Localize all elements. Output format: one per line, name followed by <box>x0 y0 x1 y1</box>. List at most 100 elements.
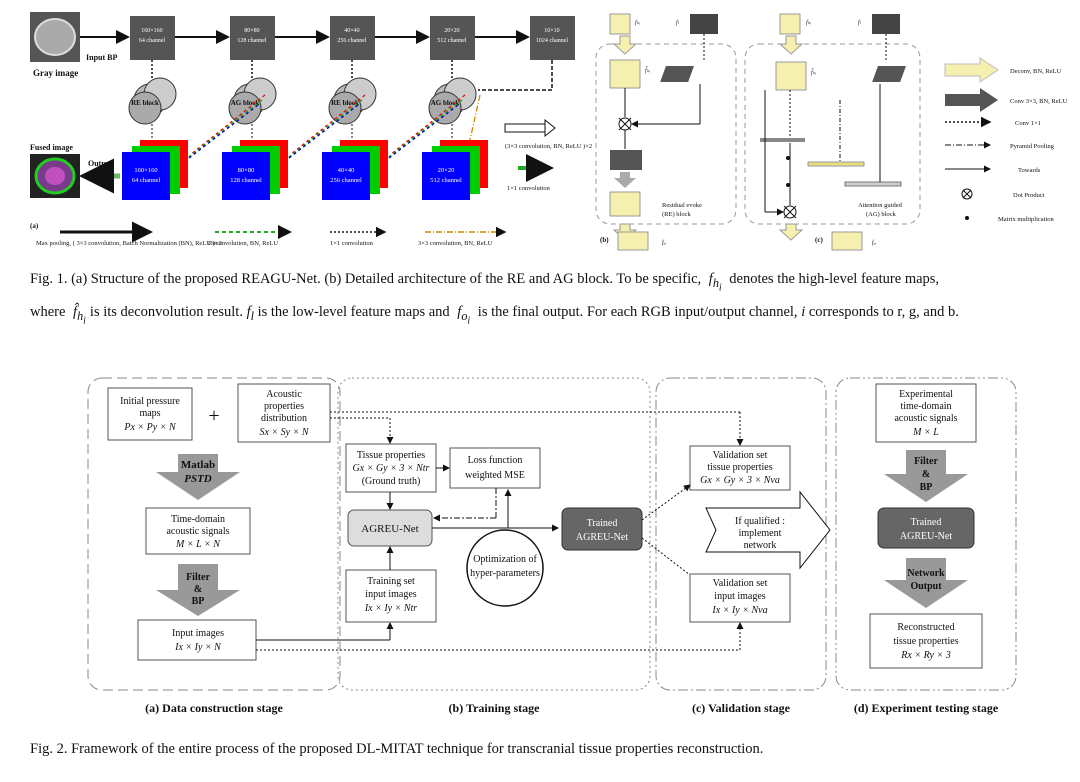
initial-pressure-l1: Initial pressure <box>120 396 180 407</box>
svg-text:f̂ₕᵢ: f̂ₕᵢ <box>645 67 650 74</box>
legend-pyramid: Pyramid Pooling <box>1010 143 1055 150</box>
recon-l2: tissue properties <box>893 636 958 647</box>
panel-b-label: (b) <box>600 236 609 244</box>
trained2-l2: AGREU-Net <box>900 531 952 542</box>
panel-c-label: (c) <box>815 236 823 244</box>
acoustic-l1: Acoustic <box>266 389 302 400</box>
loss-l2: weighted MSE <box>465 470 525 481</box>
ag-block-title: Attention guided <box>858 202 903 209</box>
dec-size-2: 80×80 <box>238 167 255 174</box>
time-domain-box <box>145 507 251 555</box>
legend-1x1: 1×1 convolution <box>330 240 374 247</box>
recon-l3: Rx × Ry × 3 <box>900 650 950 661</box>
svg-text:(AG) block: (AG) block <box>866 211 897 218</box>
enc-size-2: 80×80 <box>244 28 259 34</box>
dec-ch-2: 128 channel <box>230 177 262 184</box>
figure-2-diagram: Initial pressure maps Px × Py × N + Acou… <box>87 377 1017 715</box>
dec-ch-1: 64 channel <box>132 177 161 184</box>
legend-conv-x2: (3×3 convolution, BN, ReLU )×2 <box>505 143 592 150</box>
dec-size-4: 20×20 <box>438 167 455 174</box>
fig1-caption-l2b: is its deconvolution result. <box>89 303 243 320</box>
legend-1x1-conv: 1×1 convolution <box>507 185 551 192</box>
block-label-1: RE block <box>131 99 159 107</box>
input-images-l1: Input images <box>172 628 224 639</box>
qualified-l3: network <box>744 540 777 551</box>
val-input-l3: Ix × Iy × Nva <box>711 605 767 616</box>
output-label: Output <box>88 159 113 168</box>
tissue-box <box>345 443 437 493</box>
enc-size-1: 160×160 <box>141 28 162 34</box>
encoder-row: 160×160 64 channel 80×80 128 channel 40×… <box>130 16 575 60</box>
training-set-l3: Ix × Iy × Ntr <box>364 603 417 614</box>
amp-label: & <box>194 584 202 595</box>
initial-pressure-l3: Px × Py × N <box>123 422 177 433</box>
panel-a: Gray image Input BP 160×160 64 channel 8… <box>30 12 592 247</box>
enc-size-4: 20×20 <box>444 28 459 34</box>
figure-1-caption: Fig. 1. (a) Structure of the proposed RE… <box>30 271 959 327</box>
bp-label: BP <box>192 596 205 607</box>
enc-ch-3: 256 channel <box>337 38 366 44</box>
fig1-caption-l1a: Fig. 1. (a) Structure of the proposed RE… <box>30 271 702 287</box>
val-tissue-l1: Validation set <box>713 450 768 461</box>
svg-text:f̂ₕᵢ: f̂ₕᵢ <box>811 69 816 76</box>
gray-image-label: Gray image <box>33 68 78 78</box>
dec-size-1: 160×160 <box>134 167 157 174</box>
acoustic-box <box>237 383 331 443</box>
filter-bp-arrow-2 <box>884 450 968 502</box>
trained-l1: Trained <box>587 518 618 529</box>
exp-l4: M × L <box>912 427 939 438</box>
svg-text:fₗ: fₗ <box>858 19 862 26</box>
legend-towards: Towards <box>1018 167 1041 174</box>
netout-l1: Network <box>907 568 945 579</box>
svg-text:fₕᵢ: fₕᵢ <box>635 19 640 26</box>
legend-conv1x1: Conv 1×1 <box>1015 120 1041 127</box>
block-label-2: AG block <box>231 99 260 107</box>
val-tissue-l3: Gx × Gy × 3 × Nva <box>700 475 780 486</box>
stage-frame-b <box>337 377 651 691</box>
training-set-box <box>345 569 437 623</box>
val-tissue-box <box>689 445 791 491</box>
figure-1-diagram: Gray image Input BP 160×160 64 channel 8… <box>30 12 1068 251</box>
block-label-3: RE block <box>331 99 359 107</box>
loss-box <box>449 447 541 489</box>
loss-l1: Loss function <box>468 455 523 466</box>
trained2-l1: Trained <box>911 517 942 528</box>
enc-ch-1: 64 channel <box>139 38 165 44</box>
stage-frame-d <box>835 377 1017 691</box>
tissue-l3: (Ground truth) <box>362 476 421 487</box>
optim-l1: Optimization of <box>473 554 537 565</box>
acoustic-l4: Sx × Sy × N <box>259 427 309 438</box>
panel-c: fₕᵢ fₗ f̂ₕᵢ Attention guided (AG) block … <box>744 13 921 251</box>
legend-dot: Dot Product <box>1013 192 1045 199</box>
input-bp-label: Input BP <box>86 53 117 62</box>
enc-ch-5: 1024 channel <box>536 38 568 44</box>
reconstructed-box <box>869 613 983 669</box>
optim-l2: hyper-parameters <box>470 568 540 579</box>
enc-ch-2: 128 channel <box>237 38 266 44</box>
exp-l3: acoustic signals <box>894 413 957 424</box>
fig1-caption-l1b: denotes the high-level feature maps, <box>729 271 940 287</box>
val-input-box <box>689 573 791 623</box>
stage-label-a: (a) Data construction stage <box>145 701 283 715</box>
legend-deconv-bn: Deconv, BN, ReLU <box>1010 68 1062 75</box>
time-domain-l2: acoustic signals <box>166 526 229 537</box>
figure-1-legend: Deconv, BN, ReLU Conv 3×3, BN, ReLU Conv… <box>944 57 1068 223</box>
netout-l2: Output <box>910 581 942 592</box>
initial-pressure-box <box>107 387 193 441</box>
enc-size-5: 10×10 <box>544 28 559 34</box>
dec-size-3: 40×40 <box>338 167 355 174</box>
val-input-l1: Validation set <box>713 578 768 589</box>
val-input-l2: input images <box>714 591 765 602</box>
legend-conv3x3: Conv 3×3, BN, ReLU <box>1010 98 1068 105</box>
legend-matmul: Matrix multiplication <box>998 216 1055 223</box>
tissue-l1: Tissue properties <box>357 450 425 461</box>
svg-text:fₒᵢ: fₒᵢ <box>872 239 876 246</box>
dec-ch-4: 512 channel <box>430 177 462 184</box>
matlab-arrow <box>156 454 240 500</box>
dec-ch-3: 256 channel <box>330 177 362 184</box>
enc-ch-4: 512 channel <box>437 38 466 44</box>
acoustic-l2: properties <box>264 401 304 412</box>
block-label-4: AG block <box>431 99 460 107</box>
experimental-box <box>875 383 977 443</box>
training-set-l1: Training set <box>367 576 415 587</box>
